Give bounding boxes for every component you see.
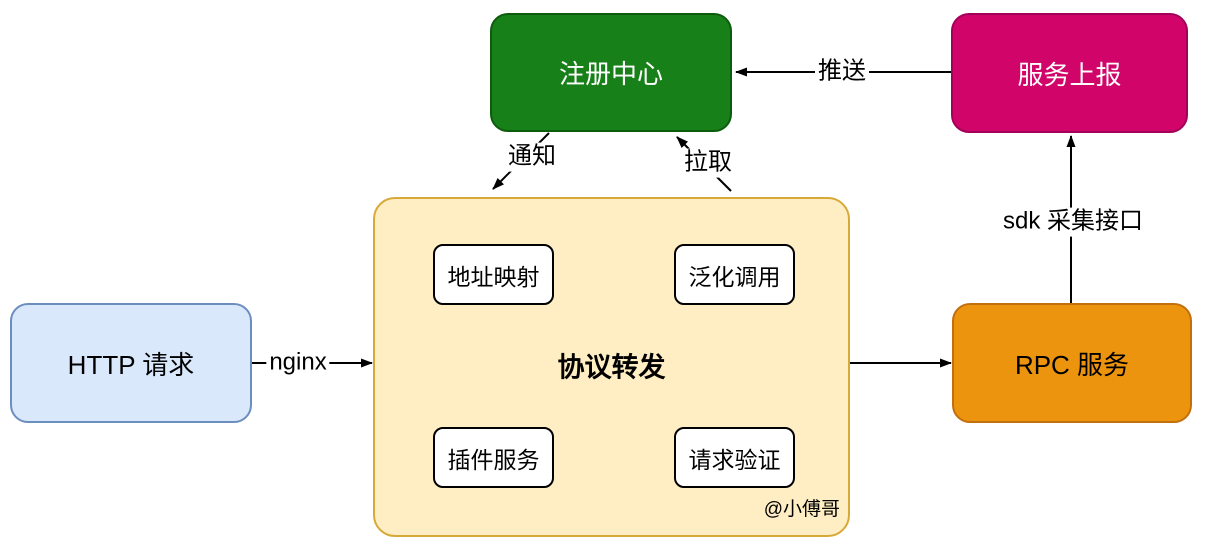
node-gateway: 协议转发 地址映射 泛化调用 插件服务 请求验证 @小傅哥 <box>373 197 850 537</box>
feature-box-request-verify: 请求验证 <box>674 427 795 488</box>
edge-nginx-label: nginx <box>266 348 330 378</box>
edge-push-label: 推送 <box>815 57 869 87</box>
feature-box-plugin-service: 插件服务 <box>433 427 554 488</box>
feature-generic-call-label: 泛化调用 <box>688 263 781 290</box>
feature-plugin-service-label: 插件服务 <box>447 446 540 473</box>
feature-box-address-mapping: 地址映射 <box>433 244 554 305</box>
node-service-report-label: 服务上报 <box>1017 59 1122 90</box>
feature-box-generic-call: 泛化调用 <box>674 244 795 305</box>
node-registry-label: 注册中心 <box>558 59 663 89</box>
edge-notify-label: 通知 <box>505 142 559 172</box>
node-service-report: 服务上报 <box>951 13 1188 133</box>
node-http-request: HTTP 请求 <box>10 303 252 423</box>
feature-request-verify-label: 请求验证 <box>688 446 781 473</box>
node-registry: 注册中心 <box>490 13 732 132</box>
node-rpc-service-label: RPC 服务 <box>1014 349 1130 380</box>
node-rpc-service: RPC 服务 <box>952 303 1192 423</box>
edge-pull-label: 拉取 <box>681 148 735 178</box>
node-http-request-label: HTTP 请求 <box>67 349 195 380</box>
node-gateway-label: 协议转发 <box>557 352 666 383</box>
watermark: @小傅哥 <box>763 499 840 520</box>
feature-address-mapping-label: 地址映射 <box>447 263 540 290</box>
edge-sdk-label: sdk 采集接口 <box>999 207 1147 237</box>
